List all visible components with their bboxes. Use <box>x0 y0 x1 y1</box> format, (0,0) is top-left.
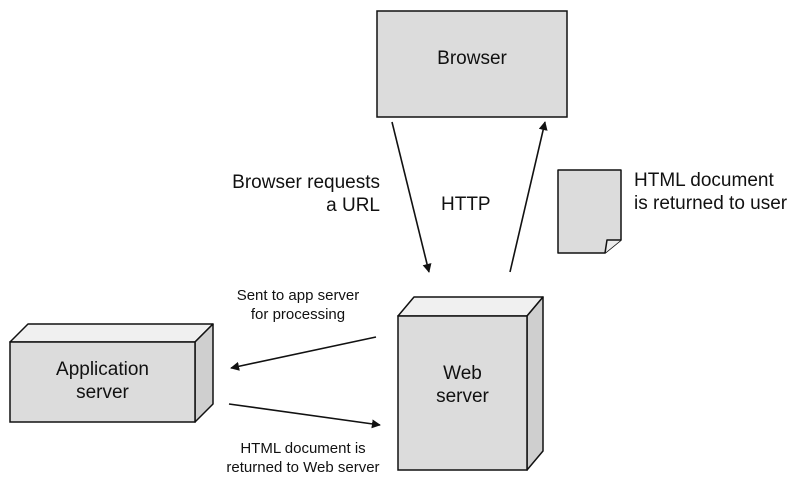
application-server-box <box>9 323 214 423</box>
html-returned-to-user-label: HTML document is returned to user <box>634 170 788 214</box>
browser-box <box>376 10 568 118</box>
web-server-label: Web server <box>436 363 489 407</box>
arrow-browser-to-web-server <box>391 121 432 273</box>
html-document-icon <box>557 169 622 254</box>
web-server-box <box>397 296 544 471</box>
arrow-web-server-to-application-server <box>230 336 377 371</box>
sent-to-app-server-label: Sent to app server for processing <box>236 287 360 323</box>
html-returned-to-web-server-label: HTML document is returned to Web server <box>226 440 380 476</box>
arrow-web-server-to-browser <box>509 121 548 273</box>
http-label: HTTP <box>441 194 491 215</box>
browser-label: Browser <box>437 48 507 69</box>
arrow-application-server-to-web-server <box>228 403 381 429</box>
application-server-label: Application server <box>56 359 149 403</box>
browser-requests-label: Browser requests a URL <box>232 172 380 216</box>
